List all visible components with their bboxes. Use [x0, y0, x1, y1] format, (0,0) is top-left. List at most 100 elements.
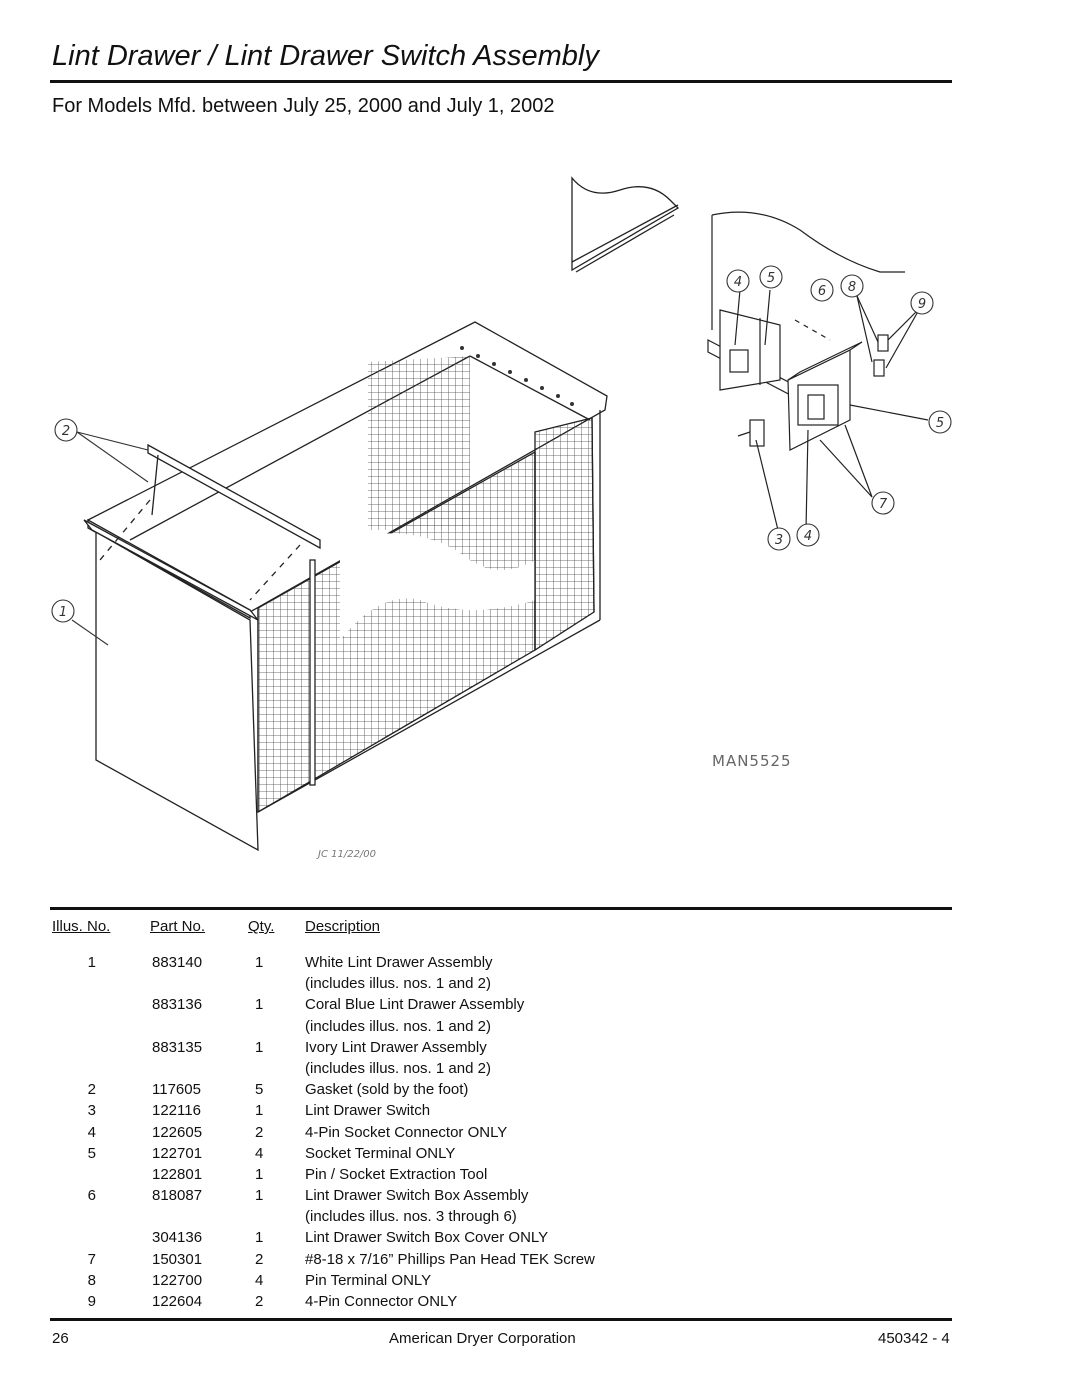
part-no: 122605 — [152, 1123, 203, 1141]
table-row: 2 117605 5 Gasket (sold by the foot) — [0, 1079, 1080, 1100]
description: Pin Terminal ONLY — [305, 1271, 432, 1289]
table-row: 5 122701 4 Socket Terminal ONLY — [0, 1143, 1080, 1164]
qty: 1 — [255, 1229, 264, 1247]
qty: 1 — [255, 1038, 264, 1056]
company-name: American Dryer Corporation — [389, 1330, 576, 1347]
lint-drawer-illustration — [83, 321, 608, 852]
description: White Lint Drawer Assembly — [305, 954, 493, 971]
callout-6: 6 — [818, 284, 826, 299]
part-no: 883135 — [152, 1038, 203, 1056]
table-row: 122801 1 Pin / Socket Extraction Tool — [0, 1164, 1080, 1185]
table-row: 4 122605 2 4-Pin Socket Connector ONLY — [0, 1122, 1080, 1143]
callout-3: 3 — [775, 533, 783, 548]
qty: 5 — [255, 1081, 264, 1099]
table-row: (includes illus. nos. 3 through 6) — [0, 1206, 1080, 1227]
part-no: 122604 — [152, 1293, 203, 1310]
illus-no: 9 — [87, 1293, 96, 1310]
description: Ivory Lint Drawer Assembly — [305, 1038, 487, 1056]
drawing-code: MAN5525 — [712, 752, 792, 770]
illus-no: 5 — [87, 1144, 96, 1162]
page-subtitle: For Models Mfd. between July 25, 2000 an… — [52, 95, 555, 117]
callout-9: 9 — [918, 297, 926, 312]
illus-no: 3 — [87, 1102, 96, 1120]
table-row: (includes illus. nos. 1 and 2) — [0, 1016, 1080, 1037]
qty: 4 — [255, 1144, 264, 1162]
qty: 2 — [255, 1250, 264, 1268]
qty: 1 — [255, 1187, 264, 1205]
callout-labels: 2 1 4 5 6 8 9 5 7 3 4 — [51, 265, 952, 646]
table-row: 883136 1 Coral Blue Lint Drawer Assembly — [0, 994, 1080, 1015]
duct-flap-illustration — [571, 176, 680, 273]
description: (includes illus. nos. 1 and 2) — [305, 1059, 491, 1077]
callout-5b: 5 — [936, 416, 944, 431]
description: (includes illus. nos. 1 and 2) — [305, 1017, 491, 1035]
callout-2: 2 — [62, 424, 70, 439]
parts-table: 1 883140 1 White Lint Drawer Assembly (incl… — [0, 952, 1080, 1312]
header-part-no: Part No. — [150, 918, 206, 935]
part-no: 122701 — [152, 1144, 203, 1162]
description: Coral Blue Lint Drawer Assembly — [305, 996, 525, 1014]
part-no: 117605 — [152, 1081, 201, 1099]
header-description: Description — [305, 918, 381, 935]
description: Gasket (sold by the foot) — [305, 1081, 469, 1099]
part-no: 883136 — [152, 996, 203, 1014]
part-no: 883140 — [152, 954, 203, 971]
footer-rule — [50, 1318, 952, 1321]
table-row: 883135 1 Ivory Lint Drawer Assembly — [0, 1037, 1080, 1058]
callout-8: 8 — [848, 280, 856, 295]
illus-no: 7 — [87, 1250, 96, 1268]
page-title: Lint Drawer / Lint Drawer Switch Assembl… — [52, 40, 599, 72]
table-row: 7 150301 2 #8-18 x 7/16” Phillips Pan Head … — [0, 1249, 1080, 1270]
header-illus-no: Illus. No. — [52, 918, 111, 935]
table-row: 3 122116 1 Lint Drawer Switch — [0, 1100, 1080, 1121]
description: Lint Drawer Switch — [305, 1102, 431, 1120]
table-top-rule — [50, 907, 952, 910]
description: (includes illus. nos. 3 through 6) — [305, 1208, 517, 1226]
qty: 2 — [255, 1293, 264, 1310]
callout-5: 5 — [767, 271, 775, 286]
qty: 1 — [255, 1165, 264, 1183]
table-row: (includes illus. nos. 1 and 2) — [0, 1058, 1080, 1079]
switch-box-illustration — [707, 211, 929, 531]
callout-4: 4 — [734, 275, 742, 290]
part-no: 122116 — [152, 1102, 201, 1120]
illus-no: 1 — [87, 954, 96, 971]
part-no: 150301 — [152, 1250, 203, 1268]
callout-7: 7 — [879, 497, 888, 512]
description: (includes illus. nos. 1 and 2) — [305, 975, 491, 993]
part-no: 818087 — [152, 1187, 203, 1205]
part-no: 122700 — [152, 1271, 203, 1289]
qty: 2 — [255, 1123, 264, 1141]
description: Lint Drawer Switch Box Cover ONLY — [305, 1229, 549, 1247]
description: Pin / Socket Extraction Tool — [305, 1165, 488, 1183]
table-row: 8 122700 4 Pin Terminal ONLY — [0, 1270, 1080, 1291]
description: 4-Pin Socket Connector ONLY — [305, 1123, 508, 1141]
page-number: 26 — [52, 1330, 69, 1347]
exploded-parts-diagram: 2 1 4 5 6 8 9 5 7 3 4 MAN5525 JC 11/22/0… — [51, 176, 952, 860]
callout-4b: 4 — [804, 529, 812, 544]
qty: 1 — [255, 954, 264, 971]
part-no: 304136 — [152, 1229, 203, 1247]
table-row: 9 122604 2 4-Pin Connector ONLY — [0, 1291, 1080, 1312]
description: Socket Terminal ONLY — [305, 1144, 456, 1162]
qty: 1 — [255, 996, 264, 1014]
description: #8-18 x 7/16” Phillips Pan Head TEK Scre… — [305, 1250, 595, 1268]
illus-no: 4 — [87, 1123, 96, 1141]
part-no: 122801 — [152, 1165, 203, 1183]
table-row: (includes illus. nos. 1 and 2) — [0, 973, 1080, 994]
table-row: 6 818087 1 Lint Drawer Switch Box Assembly — [0, 1185, 1080, 1206]
callout-1: 1 — [59, 605, 67, 620]
table-row: 1 883140 1 White Lint Drawer Assembly — [0, 952, 1080, 973]
illus-no: 8 — [87, 1271, 96, 1289]
illus-no: 6 — [87, 1187, 96, 1205]
table-row: 304136 1 Lint Drawer Switch Box Cover ONLY — [0, 1227, 1080, 1248]
document-number: 450342 - 4 — [878, 1330, 950, 1347]
header-qty: Qty. — [248, 918, 275, 935]
drawing-signature: JC 11/22/00 — [316, 849, 376, 860]
qty: 1 — [255, 1102, 264, 1120]
illus-no: 2 — [87, 1081, 96, 1099]
description: Lint Drawer Switch Box Assembly — [305, 1187, 529, 1205]
description: 4-Pin Connector ONLY — [305, 1293, 458, 1310]
qty: 4 — [255, 1271, 264, 1289]
title-rule — [50, 80, 952, 83]
